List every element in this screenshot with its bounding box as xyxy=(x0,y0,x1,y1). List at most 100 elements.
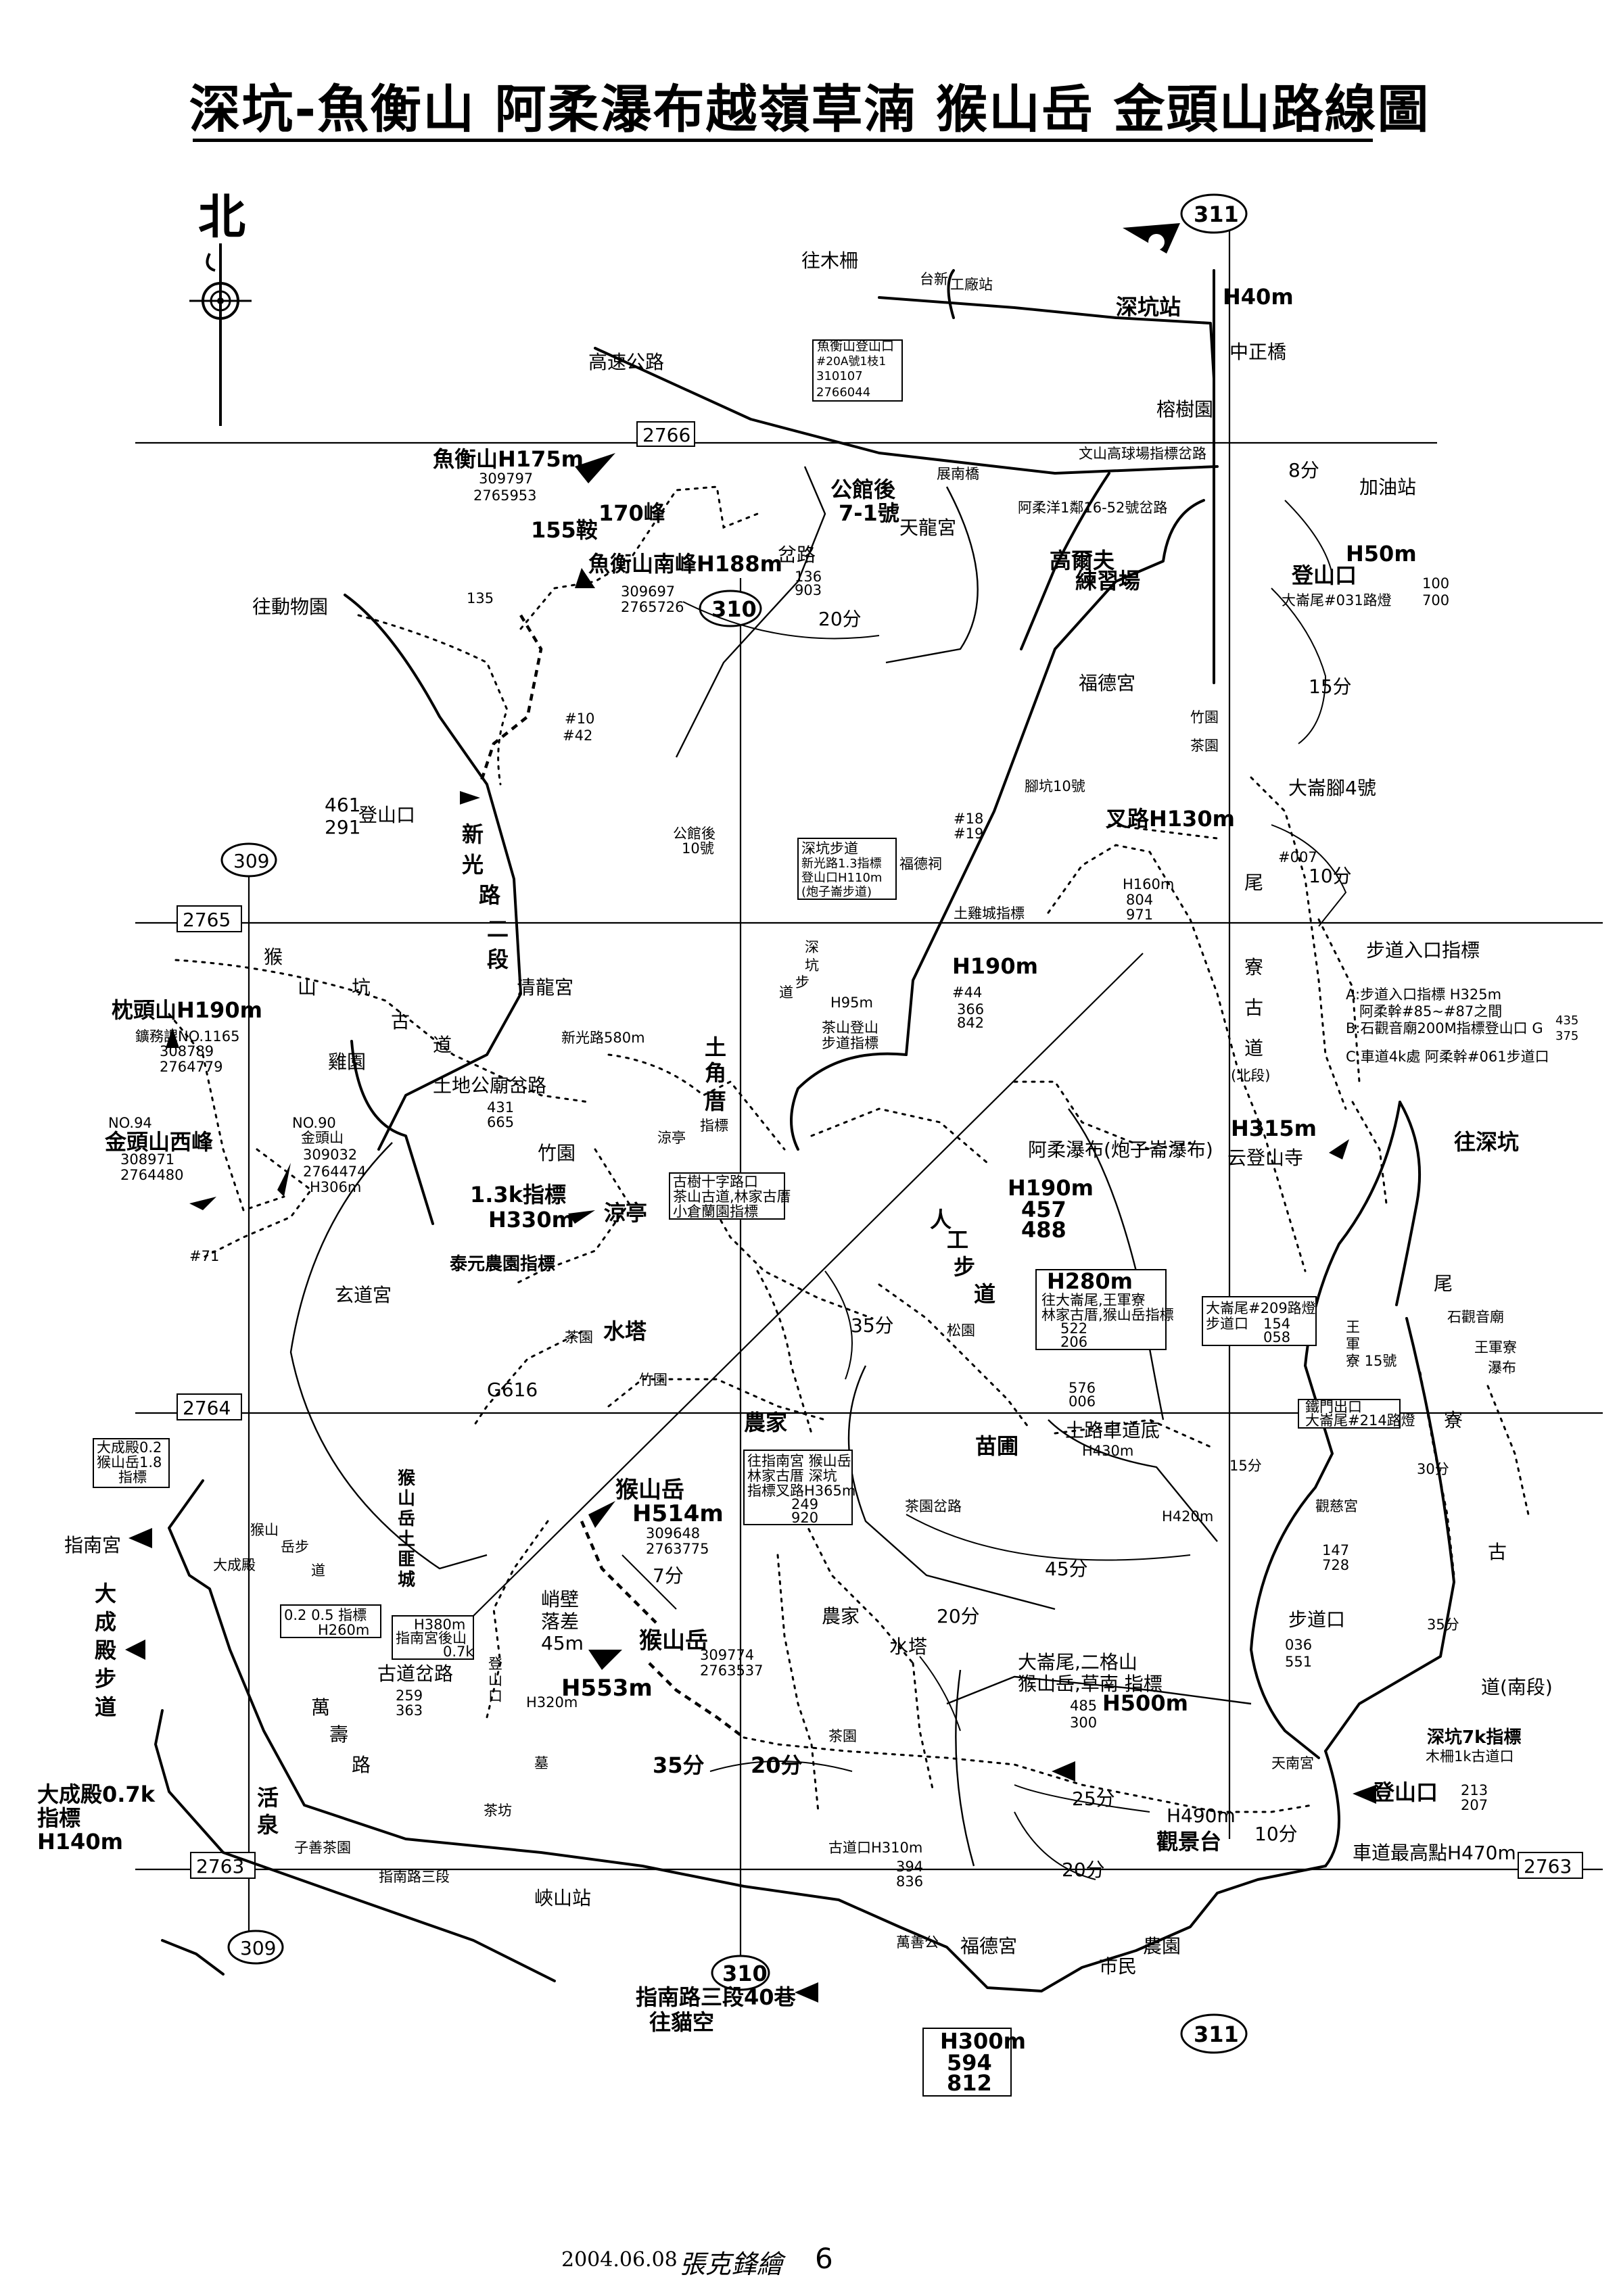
label-trailhead3: 登 xyxy=(488,1656,502,1672)
time-arrows xyxy=(621,500,1347,1880)
badge-311-north: 311 xyxy=(1194,201,1239,227)
grid-labels: 2766 2765 2764 2763 2763 xyxy=(177,421,1583,1879)
label-houshanyue-g2: 2763775 xyxy=(646,1541,709,1557)
label-g903: 903 xyxy=(795,582,822,598)
label-gas: 加油站 xyxy=(1359,476,1416,498)
label-fude-temple: 福德宮 xyxy=(1079,672,1135,694)
badge-309-north: 309 xyxy=(233,850,269,872)
label-h490: H490m xyxy=(1167,1804,1236,1827)
gushu-box-2: 茶山古道,林家古厝 xyxy=(673,1189,791,1205)
label-wangmuzha: 往木柵 xyxy=(801,249,858,272)
label-yuheng-g1: 309797 xyxy=(479,471,533,487)
label-xinguang3: 路 xyxy=(479,882,501,908)
label-zhinan40: 指南路三段40巷 xyxy=(636,1984,797,2010)
label-chafang: 茶坊 xyxy=(484,1802,512,1819)
label-yuheng-south-g2: 2765726 xyxy=(621,599,684,615)
label-dalun-er2: 猴山岳,草南 指標 xyxy=(1018,1673,1163,1695)
label-g457: 457 xyxy=(1021,1197,1066,1222)
label-g665: 665 xyxy=(487,1114,514,1130)
label-mins10: 10分 xyxy=(1254,1823,1298,1845)
label-chayuan: 茶園 xyxy=(1190,738,1219,754)
label-zhinan: 指南宮 xyxy=(64,1534,121,1556)
label-g259: 259 xyxy=(396,1688,423,1704)
label-fork-h130: 叉路H130m xyxy=(1105,806,1235,832)
houshanyue-arrow-icon xyxy=(588,1501,615,1528)
label-g551: 551 xyxy=(1285,1654,1312,1670)
label-p18: #18 xyxy=(954,811,983,827)
label-trailhead-461: 461 xyxy=(325,794,360,816)
box-h260: H260m xyxy=(318,1622,369,1638)
label-chayuan3: 茶園 xyxy=(828,1728,857,1744)
label-zhentou-g1: 308789 xyxy=(160,1043,214,1059)
label-h330: H330m xyxy=(488,1207,574,1233)
label-houshan1: 猴 xyxy=(264,946,283,968)
grid-label-2764: 2764 xyxy=(183,1397,231,1419)
label-yuheng-g2: 2765953 xyxy=(473,487,537,504)
label-tushuai2: 角 xyxy=(705,1060,726,1086)
label-tianlong: 天龍宮 xyxy=(899,517,956,539)
label-jitou-h: H306m xyxy=(310,1179,361,1195)
label-biaozhi: 指標 xyxy=(700,1118,728,1134)
label-shenkeng-trail3: 步 xyxy=(795,974,810,990)
footer-page-number: 6 xyxy=(815,2242,833,2275)
label-tea-trail: 茶山登山 xyxy=(822,1020,878,1036)
label-h430: H430m xyxy=(1082,1443,1133,1459)
label-houshan-trail2: 岳步 xyxy=(281,1539,309,1555)
label-trailhead4: 登山口 xyxy=(1372,1779,1438,1805)
yuheng-box-4: 2766044 xyxy=(816,385,870,400)
jitou-west-arrow-icon xyxy=(189,1197,216,1210)
box-h380: H380m xyxy=(414,1617,465,1633)
label-g206: 206 xyxy=(1060,1334,1087,1350)
label-g058: 058 xyxy=(1263,1329,1290,1345)
label-tiemen: 鐵門出口 xyxy=(1305,1399,1362,1415)
label-jiyuan: 雞園 xyxy=(328,1051,366,1073)
shenkeng-arrow-icon xyxy=(1329,1139,1349,1159)
label-p-ren1: 人 xyxy=(930,1207,952,1233)
label-xinguang2: 光 xyxy=(462,852,484,878)
zhinan-box-1: 往指南宮 猴山岳 xyxy=(747,1453,851,1469)
note-a2: 阿柔幹#85~#87之間 xyxy=(1359,1003,1502,1020)
badge-309-south: 309 xyxy=(240,1937,276,1959)
label-dalun-er: 大崙尾,二格山 xyxy=(1018,1651,1137,1673)
label-liangting2: 涼亭 xyxy=(657,1130,686,1146)
label-g207: 207 xyxy=(1461,1797,1488,1813)
label-mining: 鑛務課NO.1165 xyxy=(135,1028,240,1045)
label-h280c: 林家古厝,猴山岳指標 xyxy=(1041,1307,1174,1323)
label-jitou-g2: 2764474 xyxy=(303,1164,367,1180)
label-jiaokeng: 腳坑10號 xyxy=(1025,778,1085,794)
label-huoquan2: 泉 xyxy=(257,1812,279,1838)
label-wei: 尾 xyxy=(1434,1272,1453,1295)
label-arou-falls: 阿柔瀑布(炮子崙瀑布) xyxy=(1028,1139,1213,1161)
label-p007: #007 xyxy=(1278,849,1317,865)
box-05: 0.2 0.5 指標 xyxy=(284,1607,367,1623)
label-mins25: 25分 xyxy=(1072,1788,1115,1810)
label-guanci: 觀慈宮 xyxy=(1315,1498,1358,1514)
label-trailhead3b: 山 xyxy=(488,1672,502,1688)
label-houshanyue-g1: 309648 xyxy=(646,1525,700,1541)
trail-network xyxy=(168,485,1530,1813)
label-dacheng-trail5: 道 xyxy=(95,1694,116,1720)
label-highway: 高速公路 xyxy=(588,351,664,373)
label-mins20d: 20分 xyxy=(818,608,862,630)
label-dalun214: 大崙尾#214路燈 xyxy=(1305,1412,1415,1429)
grid-label-2763-west: 2763 xyxy=(196,1855,244,1878)
zhentou-arrow-icon xyxy=(166,1028,179,1048)
shenkeng-box-2: 新光路1.3指標 xyxy=(801,857,882,871)
label-g006: 006 xyxy=(1069,1393,1096,1410)
label-houshan2: 山 xyxy=(298,976,316,999)
label-g812: 812 xyxy=(947,2070,992,2096)
label-cliff3: 45m xyxy=(541,1632,584,1654)
label-g576: 576 xyxy=(1069,1380,1096,1396)
shenkeng-box-4: (炮子崙步道) xyxy=(801,885,872,899)
label-taiyuan: 泰元農園指標 xyxy=(450,1254,555,1274)
label-p10: #10 xyxy=(565,711,594,727)
zhinan-box-2: 林家古厝 深坑 xyxy=(747,1468,837,1484)
label-jitou: 金頭山 xyxy=(301,1130,344,1146)
badge-310-south: 310 xyxy=(722,1961,768,1986)
dacheng-box-1: 大成殿0.2 xyxy=(97,1439,162,1456)
note-c: C:車道4k處 阿柔幹#061步道口 xyxy=(1346,1049,1549,1065)
label-houshan-s-h: H553m xyxy=(561,1675,653,1702)
label-dacheng-trail4: 步 xyxy=(95,1666,116,1692)
label-g147: 147 xyxy=(1322,1542,1349,1558)
label-tufort5: 匪 xyxy=(398,1550,415,1570)
